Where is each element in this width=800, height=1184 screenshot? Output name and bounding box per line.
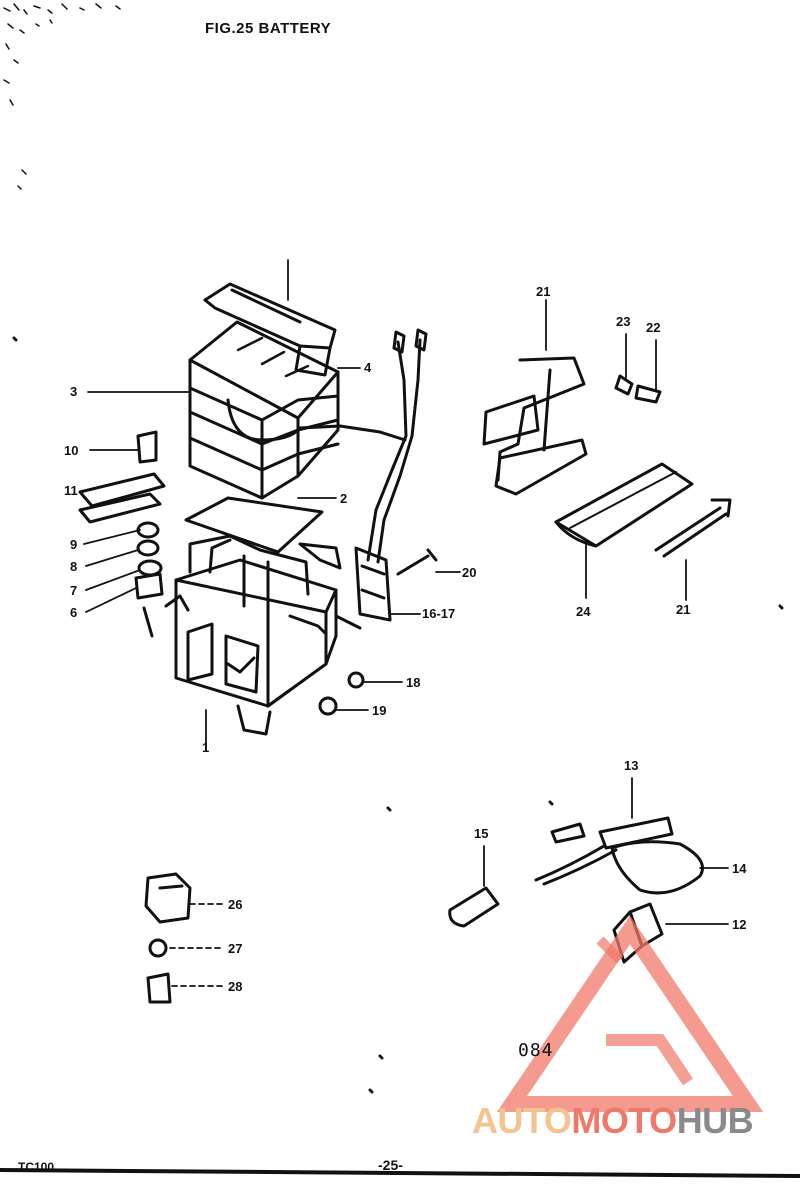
battery-mat (184, 496, 324, 554)
bottom-rule (0, 1168, 800, 1178)
callout-21-wrench: 21 (676, 602, 691, 617)
callout-4: 4 (364, 360, 372, 375)
tool-bag-24 (554, 462, 694, 548)
nut-19 (318, 696, 338, 716)
callout-2: 2 (340, 491, 348, 506)
callout-7: 7 (70, 583, 78, 598)
bolt-22 (634, 384, 662, 404)
watermark-word-3: HUB (676, 1100, 754, 1141)
nut-18 (347, 671, 365, 689)
callout-28: 28 (228, 979, 243, 994)
battery-body (188, 320, 407, 500)
callout-26: 26 (228, 897, 243, 912)
callout-3: 3 (70, 384, 78, 399)
battery-strap (203, 282, 337, 377)
leader-lines (83, 259, 729, 987)
drawing-code: 084 (518, 1040, 554, 1061)
callout-10: 10 (64, 443, 79, 458)
model-label: TC100 (18, 1160, 55, 1174)
battery-holder-frame (164, 534, 362, 736)
callout-13: 13 (624, 758, 639, 773)
watermark-word-1: AUTO (472, 1100, 572, 1141)
scan-marks (12, 336, 784, 1094)
watermark-logo (496, 915, 764, 1112)
callout-12: 12 (732, 917, 747, 932)
callout-20: 20 (462, 565, 477, 580)
page-number: -25- (378, 1157, 403, 1173)
figure-title: FIG.25 BATTERY (205, 20, 332, 37)
watermark-word-2: MOTO (571, 1100, 677, 1141)
callout-11: 11 (64, 483, 78, 498)
callout-6: 6 (70, 605, 78, 620)
callout-15: 15 (474, 826, 489, 841)
nut-23 (614, 374, 634, 396)
fuse-box-parts (144, 872, 192, 1004)
scan-noise (3, 3, 121, 190)
bolt-20 (396, 548, 438, 576)
bolt-stack (78, 430, 166, 638)
callout-27: 27 (228, 941, 243, 956)
wrench-21 (654, 498, 732, 558)
callout-14: 14 (732, 861, 747, 876)
callout-23: 23 (616, 314, 631, 329)
callout-9: 9 (70, 537, 78, 552)
callout-8: 8 (70, 559, 78, 574)
lead-wires (366, 328, 428, 564)
callout-16-17: 16-17 (422, 606, 456, 621)
callout-18: 18 (406, 675, 421, 690)
bracket-21 (482, 356, 588, 496)
callout-19: 19 (372, 703, 387, 718)
callout-1: 1 (202, 740, 210, 755)
connector-16-17 (354, 546, 392, 622)
callout-24: 24 (576, 604, 591, 619)
callout-21-bracket: 21 (536, 284, 551, 299)
watermark-text: AUTOMOTOHUB (472, 1100, 754, 1142)
callout-22: 22 (646, 320, 661, 335)
